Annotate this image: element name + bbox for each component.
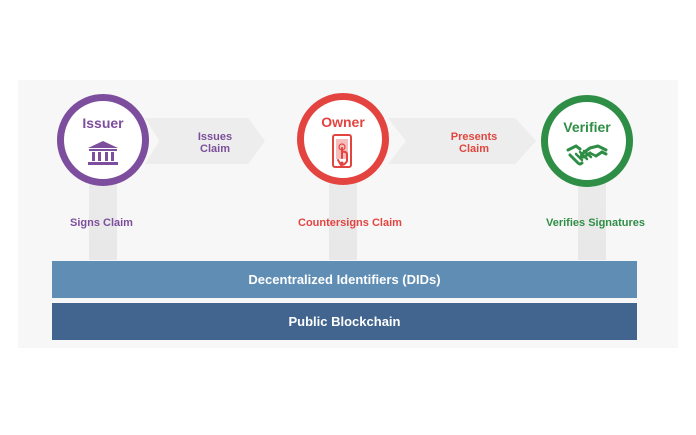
owner-title: Owner xyxy=(321,114,365,130)
bank-icon xyxy=(88,141,118,165)
did-layer-bar: Decentralized Identifiers (DIDs) xyxy=(52,261,637,298)
issuer-title: Issuer xyxy=(82,115,124,131)
signs-claim-label: Signs Claim xyxy=(70,217,133,229)
issuer-node: Issuer xyxy=(57,94,149,186)
issues-claim-label: Issues Claim xyxy=(197,131,233,155)
owner-node: Owner xyxy=(297,93,389,185)
phone-touch-icon xyxy=(332,134,352,168)
verifies-signatures-label: Verifies Signatures xyxy=(546,217,646,229)
issues-claim-arrow xyxy=(145,118,265,164)
verifier-node: Verifier xyxy=(541,95,633,187)
did-layer-label: Decentralized Identifiers (DIDs) xyxy=(248,272,441,287)
blockchain-layer-label: Public Blockchain xyxy=(288,314,401,329)
verifier-title: Verifier xyxy=(563,119,611,135)
presents-claim-arrow xyxy=(388,118,536,164)
countersigns-claim-label: Countersigns Claim xyxy=(298,217,402,229)
presents-claim-label: Presents Claim xyxy=(450,131,498,155)
handshake-icon xyxy=(566,144,608,166)
blockchain-layer-bar: Public Blockchain xyxy=(52,303,637,340)
